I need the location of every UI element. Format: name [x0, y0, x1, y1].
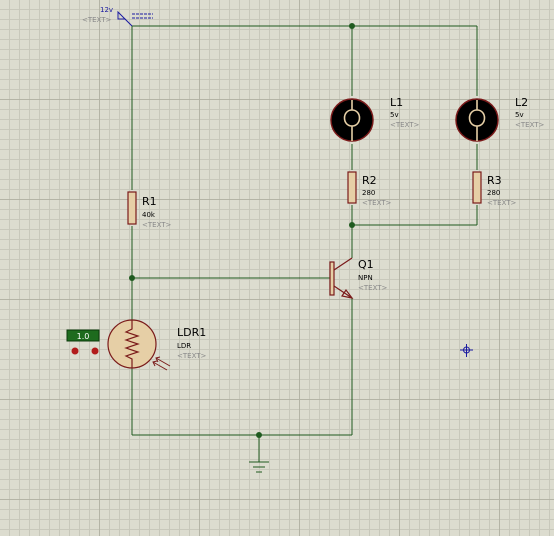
resistor-r1-body	[127, 191, 137, 225]
crosshair-cursor-icon	[460, 344, 473, 357]
ground-symbol[interactable]	[249, 461, 269, 473]
resistor-r3[interactable]: R3 280 <TEXT>	[472, 171, 517, 207]
transistor-q1[interactable]: Q1 NPN <TEXT>	[329, 257, 388, 299]
ldr-light-control[interactable]: 1.0	[66, 329, 100, 355]
wires	[131, 25, 478, 462]
transistor-q1-base-bar	[329, 261, 335, 296]
resistor-r3-name: R3	[487, 174, 502, 187]
ldr-light-value: 1.0	[77, 332, 90, 341]
junctions	[129, 23, 355, 438]
ldr-ldr1-value: LDR	[177, 342, 191, 350]
resistor-r2-value: 280	[362, 189, 375, 197]
transistor-q1-name: Q1	[358, 258, 374, 271]
power-arrow-icon	[117, 10, 127, 20]
power-placeholder: <TEXT>	[82, 16, 112, 24]
lamp-l1-placeholder: <TEXT>	[390, 121, 420, 129]
power-terminal[interactable]: 12v <TEXT>	[82, 6, 153, 27]
resistor-r1-name: R1	[142, 195, 157, 208]
ldr-light-value-display	[66, 329, 100, 342]
resistor-r3-body	[472, 171, 482, 204]
junction-dot	[256, 432, 262, 438]
lamp-l2-name: L2	[515, 96, 528, 109]
transistor-q1-value: NPN	[358, 274, 373, 282]
transistor-q1-placeholder: <TEXT>	[358, 284, 388, 292]
resistor-r1[interactable]: R1 40k <TEXT>	[127, 191, 172, 229]
ldr-ldr1-name: LDR1	[177, 326, 206, 339]
resistor-r3-placeholder: <TEXT>	[487, 199, 517, 207]
lamp-l1[interactable]: L1 5v <TEXT>	[330, 96, 420, 142]
lamp-l2-value: 5v	[515, 111, 524, 119]
lamp-filament-icon	[343, 100, 361, 141]
power-voltage-label: 12v	[100, 6, 113, 14]
light-rays-icon	[152, 356, 171, 371]
resistor-r1-placeholder: <TEXT>	[142, 221, 172, 229]
resistor-r2[interactable]: R2 280 <TEXT>	[347, 171, 392, 207]
transistor-q1-collector	[333, 257, 353, 271]
resistor-r1-value: 40k	[142, 211, 156, 219]
junction-dot	[349, 23, 355, 29]
emitter-arrow-icon	[341, 288, 354, 299]
ldr-ldr1[interactable]: LDR1 LDR <TEXT>	[107, 319, 207, 371]
resistor-r2-placeholder: <TEXT>	[362, 199, 392, 207]
power-stub	[124, 18, 133, 27]
ldr-decrease-button[interactable]	[71, 347, 79, 355]
resistor-r2-body	[347, 171, 357, 204]
junction-dot	[349, 222, 355, 228]
lamp-l2[interactable]: L2 5v <TEXT>	[455, 96, 545, 142]
resistor-r3-value: 280	[487, 189, 500, 197]
lamp-l2-placeholder: <TEXT>	[515, 121, 545, 129]
lamp-filament-icon	[468, 100, 486, 141]
ldr-ldr1-placeholder: <TEXT>	[177, 352, 207, 360]
resistor-r2-name: R2	[362, 174, 377, 187]
lamp-l1-name: L1	[390, 96, 403, 109]
junction-dot	[129, 275, 135, 281]
ldr-increase-button[interactable]	[91, 347, 99, 355]
transistor-q1-emitter	[333, 285, 353, 299]
resistor-zigzag-icon	[124, 320, 140, 368]
lamp-l1-value: 5v	[390, 111, 399, 119]
